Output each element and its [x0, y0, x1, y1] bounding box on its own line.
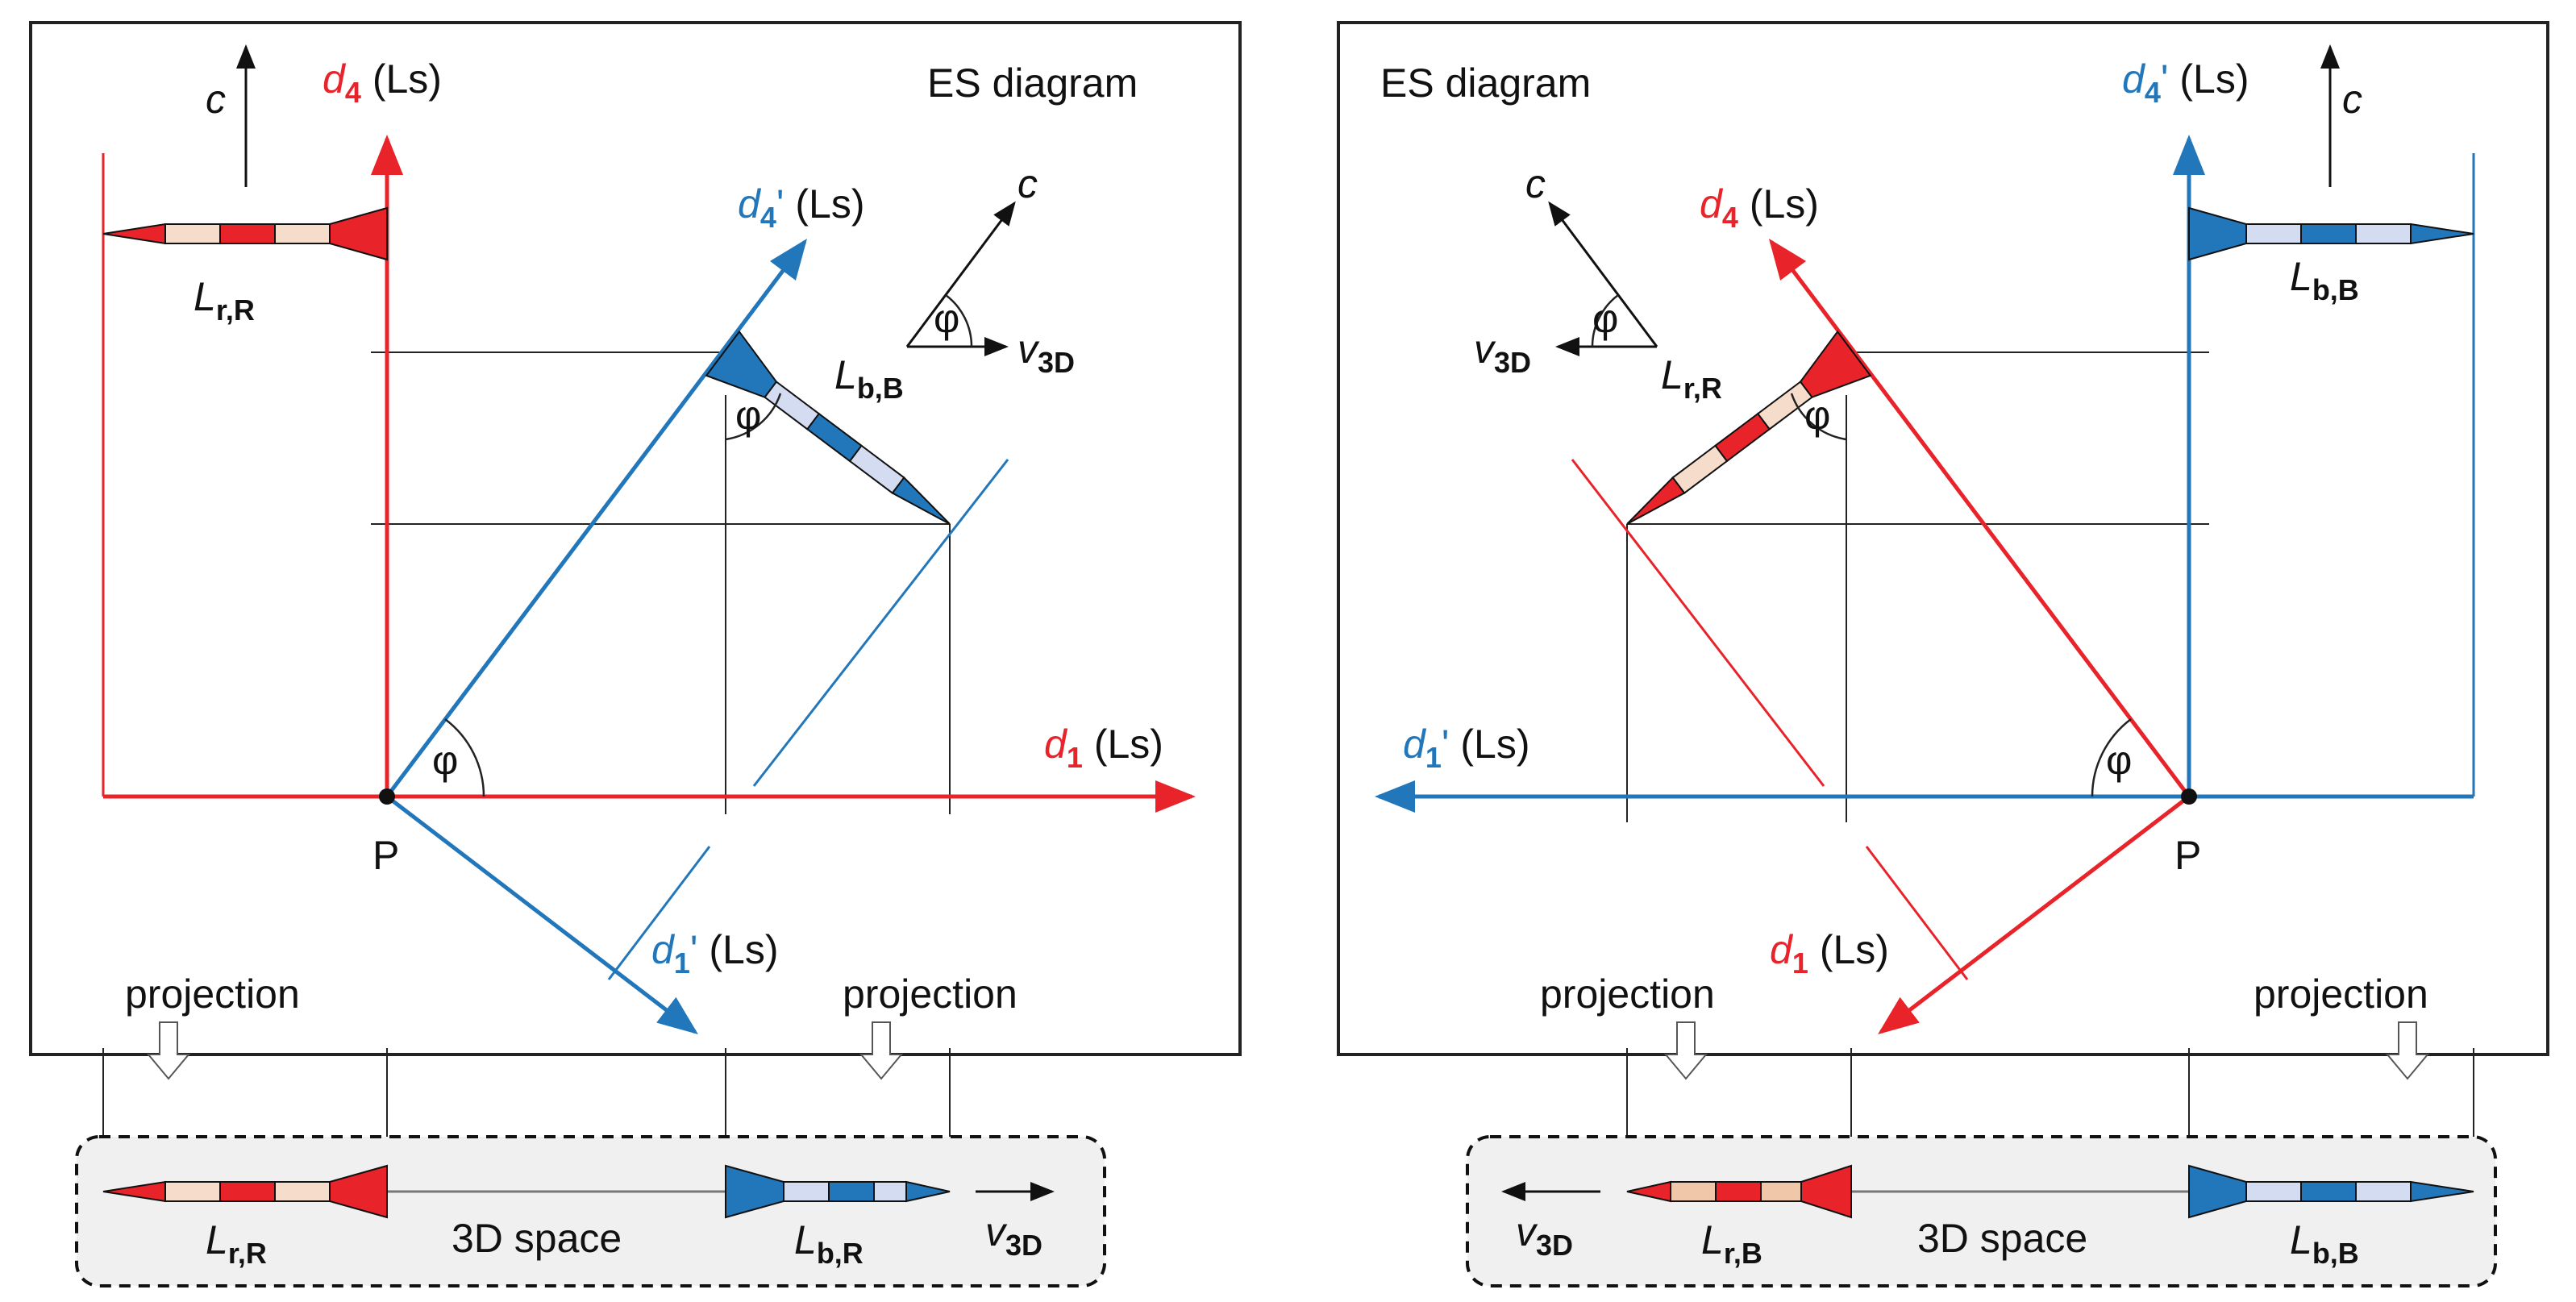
left-space-blue-rod: [725, 1164, 951, 1219]
left-origin-label: P: [372, 833, 399, 878]
right-space-v: v3D: [1516, 1209, 1573, 1262]
left-d1p-label: d1'(Ls): [651, 927, 779, 980]
right-phi-arc-rod: [1790, 393, 1847, 441]
left-c-arrow-small: [905, 201, 1016, 347]
right-red-rod: [1626, 330, 1872, 525]
right-projection-arrow-2: [2385, 1021, 2430, 1080]
left-d1-label: d1(Ls): [1044, 722, 1163, 774]
left-space-blue-label: Lb,R: [794, 1217, 864, 1270]
left-rod-red-label: Lr,R: [194, 274, 255, 327]
right-d4-label: d4(Ls): [1700, 181, 1819, 234]
left-phi-origin: φ: [432, 738, 458, 783]
right-phi-arc-origin: [2091, 718, 2132, 797]
left-origin-point: [379, 788, 395, 805]
left-blue-tick: [607, 846, 711, 980]
left-d1p-axis: [385, 795, 698, 1035]
right-c-small: c: [1525, 161, 1546, 206]
right-3d-space-box: [1466, 1135, 2497, 1287]
left-projection-1: projection: [125, 971, 300, 1017]
left-phi-arc-origin: [444, 718, 485, 797]
right-c-top: c: [2342, 77, 2362, 122]
left-phi-arc-rod: [725, 393, 782, 441]
left-helper-lines: [102, 351, 951, 1137]
left-c-top: c: [206, 77, 226, 122]
right-phi-arc-small: [1591, 294, 1619, 347]
right-v-small: v3D: [1474, 327, 1531, 379]
right-red-diag: [1571, 459, 1825, 787]
right-projection-2: projection: [2253, 971, 2428, 1017]
right-helper-lines: [1626, 351, 2474, 1137]
right-title: ES diagram: [1380, 60, 1591, 106]
left-d4p-label: d4'(Ls): [738, 181, 865, 234]
right-phi-rod: φ: [1804, 393, 1830, 438]
left-v-small: v3D: [1017, 327, 1075, 379]
left-c-small: c: [1017, 161, 1038, 206]
left-d4p-axis: [385, 239, 808, 798]
left-frame: [29, 21, 1242, 1056]
right-space-red-rod: [1626, 1164, 1852, 1219]
right-blue-rod: [2188, 206, 2474, 261]
left-red-rod: [102, 206, 388, 261]
right-c-arrow-small: [1548, 201, 1658, 347]
right-origin-point: [2181, 788, 2197, 805]
right-d4p-label: d4'(Ls): [2122, 56, 2249, 109]
left-blue-diag: [752, 459, 1009, 787]
right-d1-axis: [1878, 795, 2191, 1035]
right-phi-small: φ: [1592, 296, 1618, 341]
right-panel: ES diagram P φ: [1337, 21, 2549, 1287]
right-space-red-label: Lr,B: [1701, 1217, 1762, 1270]
left-phi-rod: φ: [735, 393, 761, 438]
left-phi-small: φ: [934, 296, 959, 341]
right-projection-arrow-1: [1663, 1021, 1708, 1080]
right-d1p-label: d1'(Ls): [1403, 722, 1530, 774]
right-d1-label: d1(Ls): [1770, 927, 1889, 980]
left-title: ES diagram: [927, 60, 1138, 106]
left-projection-arrow-2: [859, 1021, 904, 1080]
right-frame: [1337, 21, 2549, 1056]
right-rod-blue-label: Lb,B: [2290, 254, 2359, 306]
left-space-red-rod: [102, 1164, 388, 1219]
left-3d-space-box: [75, 1135, 1106, 1287]
right-space-blue-label: Lb,B: [2290, 1217, 2359, 1270]
right-space-label: 3D space: [1917, 1216, 2087, 1261]
right-space-blue-rod: [2188, 1164, 2474, 1219]
left-blue-rod: [705, 330, 951, 525]
left-space-v: v3D: [985, 1209, 1042, 1262]
right-projection-1: projection: [1540, 971, 1715, 1017]
right-red-tick: [1865, 846, 1969, 980]
left-projection-2: projection: [843, 971, 1017, 1017]
left-space-red-label: Lr,R: [206, 1217, 267, 1270]
right-d4-axis: [1768, 239, 2191, 798]
right-rod-red-label: Lr,R: [1661, 352, 1722, 405]
left-panel: ES diagram P φ: [29, 21, 1242, 1287]
left-space-label: 3D space: [452, 1216, 622, 1261]
left-rod-blue-label: Lb,B: [834, 352, 904, 405]
left-projection-arrow-1: [146, 1021, 191, 1080]
right-phi-origin: φ: [2106, 738, 2132, 783]
left-d4-label: d4(Ls): [323, 56, 442, 109]
right-origin-label: P: [2174, 833, 2201, 878]
left-phi-arc-small: [945, 294, 973, 347]
